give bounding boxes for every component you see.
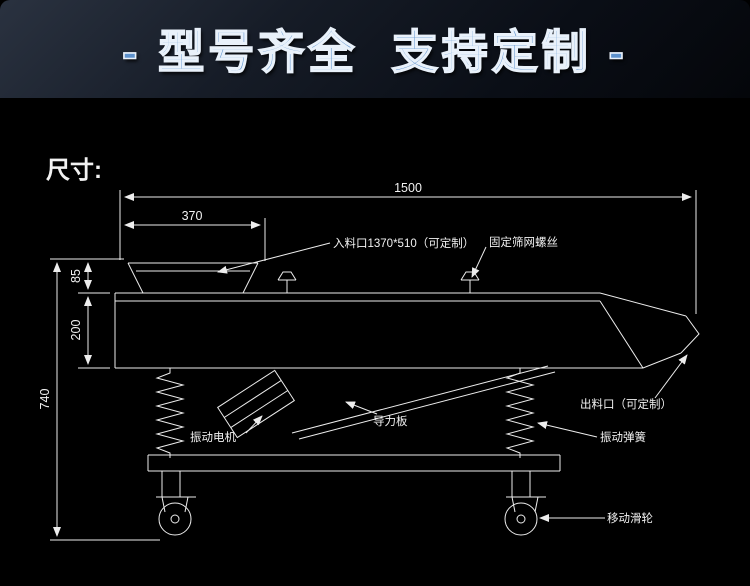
label-spring: 振动弹簧 — [600, 430, 646, 444]
dim-overall-height: 740 — [38, 389, 52, 410]
caster-left — [156, 496, 196, 536]
dimensions-section-label: 尺寸: — [46, 157, 102, 184]
guide-plate — [291, 365, 556, 440]
spring-right — [505, 368, 535, 458]
dim-inlet-height: 85 — [69, 269, 83, 283]
label-screw: 固定筛网螺丝 — [489, 235, 558, 249]
banner-title: - 型号齐全 支持定制 - — [121, 25, 628, 79]
label-caster: 移动滑轮 — [607, 511, 653, 525]
label-inlet: 入料口1370*510（可定制） — [333, 236, 474, 250]
label-motor: 振动电机 — [190, 430, 236, 444]
dimension-lines — [50, 190, 697, 541]
spring-left — [155, 368, 185, 458]
vibration-motor — [216, 369, 296, 439]
dim-overall-length: 1500 — [394, 181, 422, 195]
mesh-screw-left — [277, 271, 297, 293]
banner: - 型号齐全 支持定制 - — [0, 0, 750, 98]
leader-lines — [217, 242, 688, 522]
caster-right — [504, 496, 546, 536]
inlet-hopper — [127, 262, 259, 294]
outlet-spout — [680, 315, 700, 354]
label-guide-plate: 导力板 — [373, 414, 408, 428]
mesh-screw-right — [460, 271, 480, 293]
label-outlet: 出料口（可定制） — [580, 397, 672, 411]
dim-body-height: 200 — [69, 320, 83, 341]
screen-body — [114, 292, 700, 369]
base-frame — [147, 454, 561, 497]
dim-inlet-length: 370 — [182, 209, 203, 223]
